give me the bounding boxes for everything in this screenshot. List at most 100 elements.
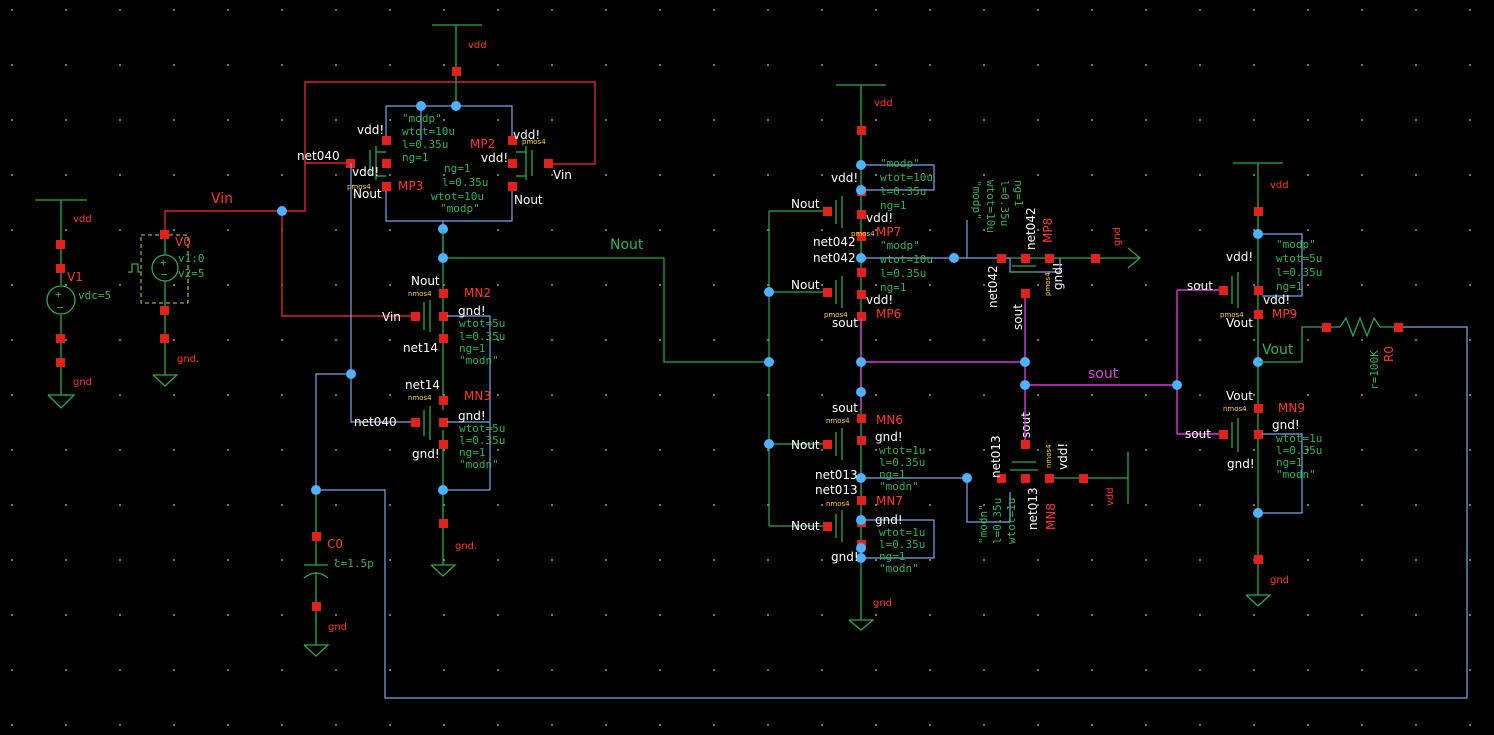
grid-dot — [1361, 669, 1363, 671]
grid-dot — [983, 229, 985, 231]
mp7-param-m: "modp" — [880, 157, 920, 170]
mp2-vin-pin: Vin — [553, 168, 572, 182]
net-nout[interactable]: Nout — [438, 210, 828, 527]
grid-dot — [335, 284, 337, 286]
source-v1[interactable]: + − vdd V1 vdc=5 gnd — [35, 199, 111, 409]
mp6-param-w: wtot=10u — [880, 253, 933, 266]
grid-dot — [929, 119, 931, 121]
stage2-right-cluster[interactable]: "modp" wtot=10u l=0.35u ng=1 net042 MP8 … — [966, 180, 1142, 544]
r0-name: R0 — [1382, 346, 1396, 362]
v1-vdd-label: vdd — [73, 214, 92, 225]
mp8-sout-pin: sout — [1011, 304, 1025, 330]
svg-text:nmos4: nmos4 — [1045, 444, 1053, 468]
grid-dot — [1361, 229, 1363, 231]
mn2-param-ng: ng=1 — [459, 342, 486, 355]
mp9-vdd-pin: vdd! — [1226, 250, 1253, 264]
grid-dot — [443, 174, 445, 176]
grid-dot — [389, 119, 391, 121]
grid-dot — [173, 449, 175, 451]
grid-dot — [281, 119, 283, 121]
grid-dot — [713, 64, 715, 66]
mn7-param-ng: ng=1 — [879, 550, 906, 563]
grid-dot — [173, 559, 175, 561]
grid-dot — [227, 449, 229, 451]
stage2-column[interactable]: vdd gnd — [791, 84, 1010, 631]
grid-dot — [65, 669, 67, 671]
grid-dot — [1307, 504, 1309, 506]
mn6-param-w: wtot=1u — [879, 444, 925, 457]
svg-text:pmos4: pmos4 — [851, 230, 875, 238]
grid-dot — [1091, 119, 1093, 121]
grid-dot — [767, 9, 769, 11]
mp8-gnd-supply: gnd — [1112, 227, 1123, 246]
grid-dot — [1037, 339, 1039, 341]
mp3-vdd-pin2: vdd! — [352, 165, 379, 179]
grid-dot — [659, 614, 661, 616]
net-vin[interactable]: Vin — [164, 81, 596, 317]
grid-dot — [713, 669, 715, 671]
grid-dot — [173, 284, 175, 286]
grid-dot — [65, 284, 67, 286]
svg-text:pmos4: pmos4 — [347, 183, 371, 191]
grid-dot — [119, 284, 121, 286]
grid-dot — [335, 9, 337, 11]
grid-dot — [821, 9, 823, 11]
grid-dot — [1307, 669, 1309, 671]
grid-dot — [605, 229, 607, 231]
grid-dot — [1091, 559, 1093, 561]
mn6-gnd-pin: gnd! — [875, 430, 903, 444]
grid-dot — [659, 64, 661, 66]
grid-dot — [1091, 669, 1093, 671]
grid-dot — [983, 504, 985, 506]
grid-dot — [497, 394, 499, 396]
grid-dot — [281, 614, 283, 616]
grid-dot — [335, 504, 337, 506]
grid-dot — [875, 284, 877, 286]
grid-dot — [605, 559, 607, 561]
net-sout[interactable]: sout — [856, 289, 1220, 440]
stage1-pmos-pair[interactable]: vdd vdd! net040 vdd! Nout pmos4 MP3 "mod… — [297, 24, 572, 258]
grid-dot — [389, 9, 391, 11]
grid-dot — [605, 339, 607, 341]
output-stage[interactable]: vdd gnd Vout vdd! sout vdd! pmos4 MP9 Vo… — [1185, 162, 1403, 607]
grid-dot — [1469, 119, 1471, 121]
grid-dot — [227, 559, 229, 561]
mn6-param-l: l=0.35u — [879, 456, 925, 469]
grid-dot — [281, 339, 283, 341]
grid-dot — [983, 9, 985, 11]
mp6-vdd-pin: vdd! — [866, 293, 893, 307]
grid-dot — [173, 9, 175, 11]
mp2-nout-pin: Nout — [514, 193, 543, 207]
grid-dot — [173, 174, 175, 176]
grid-dot — [713, 339, 715, 341]
grid-dot — [389, 504, 391, 506]
grid-dot — [281, 174, 283, 176]
grid-dot — [11, 669, 13, 671]
mp7-vdd-pin2: vdd! — [866, 211, 893, 225]
capacitor-c0[interactable]: C0 c=1.5p gnd — [303, 326, 1468, 699]
svg-text:+: + — [55, 288, 62, 301]
grid-dot — [281, 504, 283, 506]
grid-dot — [929, 229, 931, 231]
mn9-sout-pin: sout — [1185, 427, 1211, 441]
grid-dot — [929, 724, 931, 726]
stage1-nmos[interactable]: Nout nmos4 MN2 gnd! Vin wtot=5u l=0.35u … — [354, 229, 505, 577]
source-v0[interactable]: + − V0 v1:0 v2=5 gnd. — [128, 230, 205, 387]
grid-dot — [119, 394, 121, 396]
grid-dot — [1091, 394, 1093, 396]
mn8-sout-pin: sout — [1019, 412, 1033, 438]
grid-dot — [65, 9, 67, 11]
grid-dot — [983, 449, 985, 451]
v0-v1: v1:0 — [178, 252, 205, 265]
grid-dot — [659, 9, 661, 11]
grid-dot — [65, 229, 67, 231]
mp8-param-w: wtot=10u — [984, 180, 997, 233]
grid-dot — [1361, 64, 1363, 66]
mn8-name: MN8 — [1044, 503, 1058, 530]
grid-dot — [767, 119, 769, 121]
net-net040[interactable] — [315, 163, 416, 490]
grid-dot — [11, 229, 13, 231]
grid-dot — [11, 449, 13, 451]
grid-dot — [929, 614, 931, 616]
